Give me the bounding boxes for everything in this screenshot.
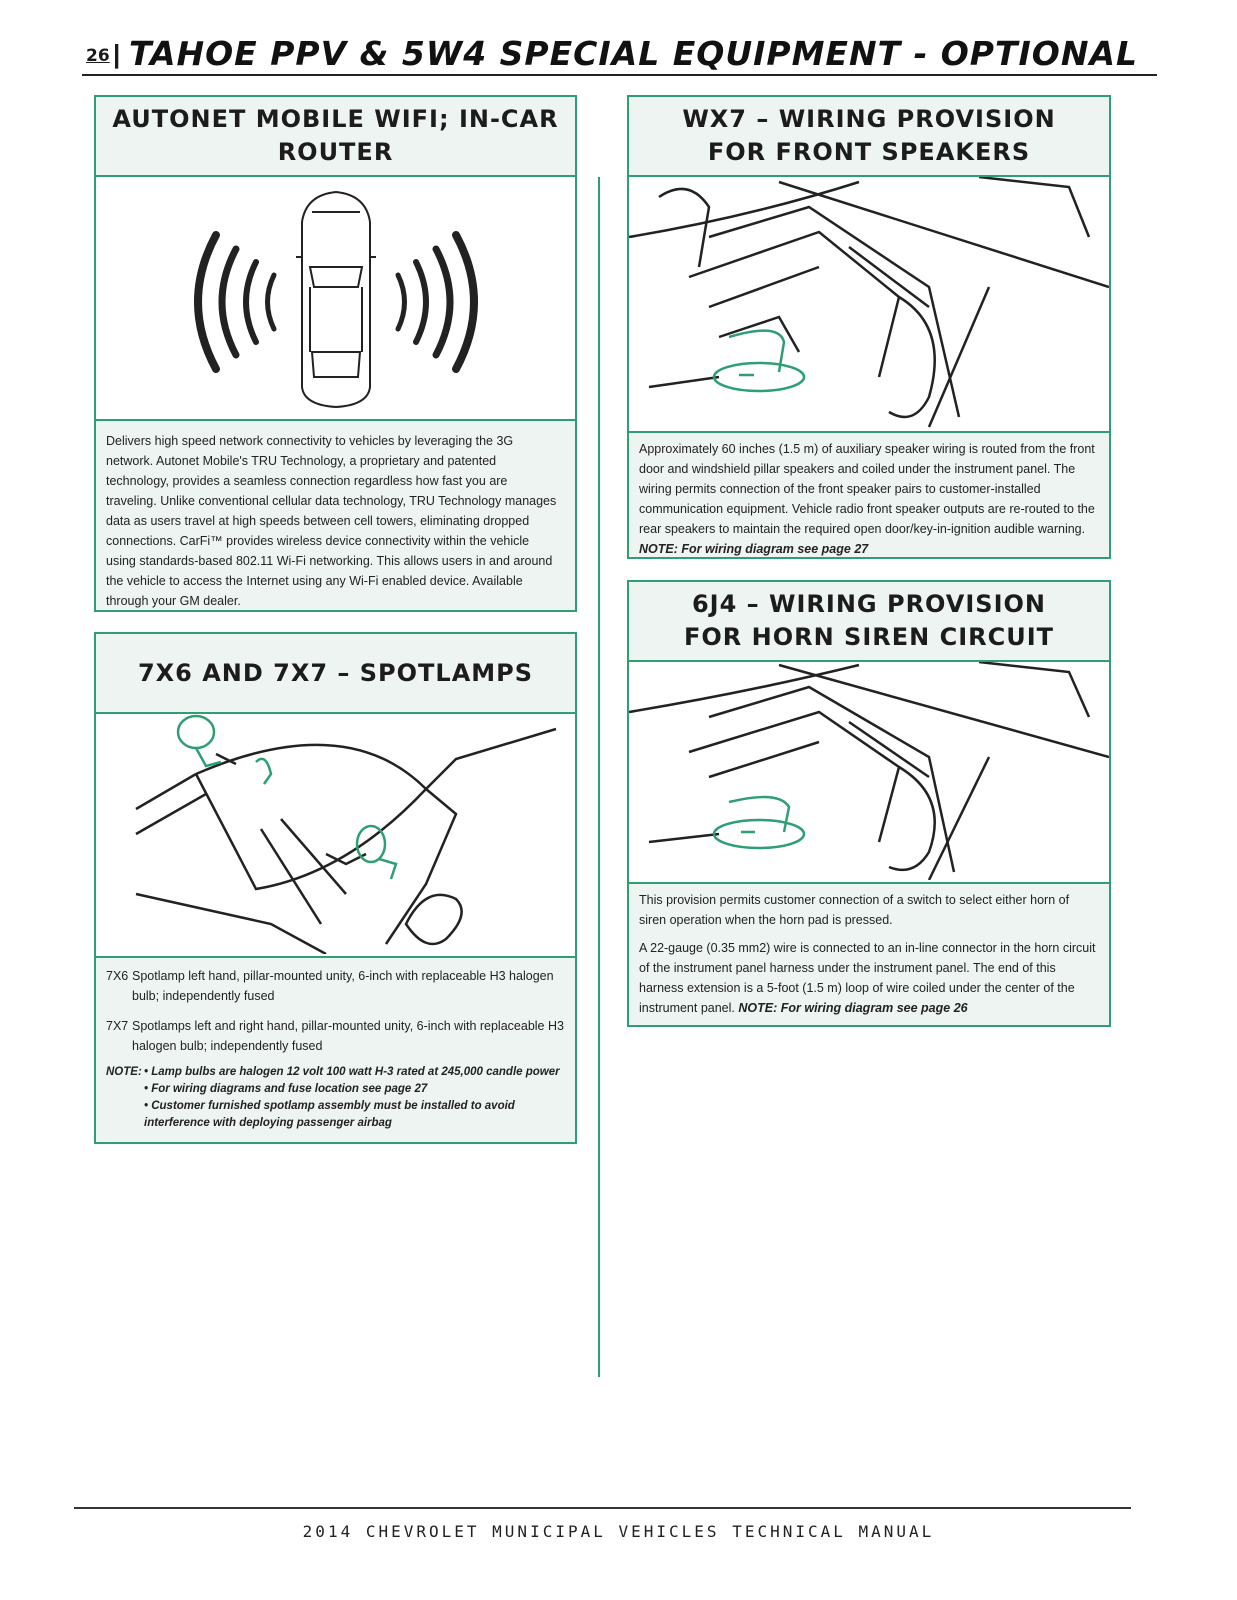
dashboard-wiring-icon — [629, 177, 1109, 428]
spotlamps-section-title: 7X6 AND 7X7 – SPOTLAMPS — [96, 634, 575, 714]
spotlamp-item-7x6: 7X6 Spotlamp left hand, pillar-mounted u… — [106, 966, 565, 1006]
page-number: 26 — [86, 46, 110, 66]
6j4-note: NOTE: For wiring diagram see page 26 — [738, 1001, 968, 1015]
horn-circuit-wiring-icon — [629, 662, 1109, 880]
spotlamp-item-code: 7X6 — [106, 969, 129, 983]
6j4-dashboard-illustration — [629, 662, 1109, 880]
spotlamp-illustration — [96, 714, 575, 954]
footer-rule — [74, 1507, 1131, 1509]
6j4-paragraph-1: This provision permits customer connecti… — [639, 893, 1070, 927]
page-title: TAHOE PPV & 5W4 SPECIAL EQUIPMENT - OPTI… — [129, 34, 1139, 73]
spotlamp-item-code: 7X7 — [106, 1019, 129, 1033]
spotlamps-description-panel: 7X6 Spotlamp left hand, pillar-mounted u… — [96, 956, 575, 1142]
autonet-description: Delivers high speed network connectivity… — [106, 434, 557, 608]
wx7-note: NOTE: For wiring diagram see page 27 — [639, 542, 869, 556]
autonet-wifi-section: AUTONET MOBILE WIFI; IN-CAR ROUTER — [94, 95, 577, 612]
spotlamp-note: • For wiring diagrams and fuse location … — [144, 1083, 428, 1095]
page-header: 26 | TAHOE PPV & 5W4 SPECIAL EQUIPMENT -… — [82, 34, 1157, 76]
wx7-dashboard-illustration — [629, 177, 1109, 429]
page-footer: 2014 CHEVROLET MUNICIPAL VEHICLES TECHNI… — [302, 1522, 935, 1541]
page-number-separator: | — [113, 39, 121, 69]
6j4-section-title: 6J4 – WIRING PROVISION FOR HORN SIREN CI… — [629, 582, 1109, 662]
spotlamp-note: • Lamp bulbs are halogen 12 volt 100 wat… — [144, 1066, 560, 1078]
autonet-description-panel: Delivers high speed network connectivity… — [96, 419, 575, 610]
6j4-section: 6J4 – WIRING PROVISION FOR HORN SIREN CI… — [627, 580, 1111, 1027]
spotlamp-item-7x7: 7X7 Spotlamps left and right hand, pilla… — [106, 1016, 565, 1056]
autonet-section-title: AUTONET MOBILE WIFI; IN-CAR ROUTER — [96, 97, 575, 177]
6j4-paragraph-2: A 22-gauge (0.35 mm2) wire is connected … — [639, 941, 1096, 1015]
spotlamp-item-text: Spotlamps left and right hand, pillar-mo… — [132, 1019, 564, 1053]
spotlamps-section: 7X6 AND 7X7 – SPOTLAMPS — [94, 632, 577, 1144]
spotlamp-note-label: NOTE: — [106, 1066, 142, 1078]
wx7-section-title: WX7 – WIRING PROVISION FOR FRONT SPEAKER… — [629, 97, 1109, 177]
spotlamp-note-list: • Lamp bulbs are halogen 12 volt 100 wat… — [144, 1064, 565, 1132]
column-divider — [598, 177, 600, 1377]
spotlamp-notes: NOTE: • Lamp bulbs are halogen 12 volt 1… — [106, 1064, 565, 1132]
windshield-spotlamp-icon — [135, 714, 557, 954]
wx7-section: WX7 – WIRING PROVISION FOR FRONT SPEAKER… — [627, 95, 1111, 559]
spotlamp-note: • Customer furnished spotlamp assembly m… — [144, 1100, 515, 1129]
wx7-description-panel: Approximately 60 inches (1.5 m) of auxil… — [629, 431, 1109, 557]
6j4-description-panel: This provision permits customer connecti… — [629, 882, 1109, 1025]
autonet-car-illustration — [96, 177, 575, 417]
spotlamp-item-text: Spotlamp left hand, pillar-mounted unity… — [132, 969, 554, 1003]
car-wifi-signal-icon — [194, 190, 478, 409]
wx7-description: Approximately 60 inches (1.5 m) of auxil… — [639, 442, 1095, 536]
